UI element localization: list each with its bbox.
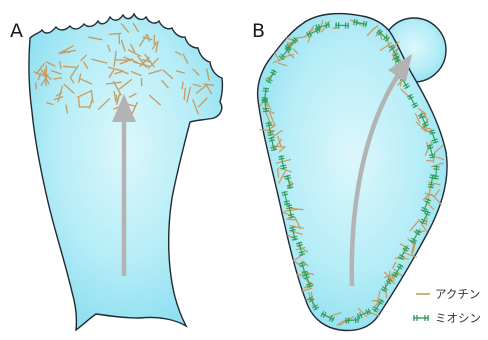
panel-a-cell [29, 14, 222, 330]
legend-myosin: ミオシン [412, 310, 481, 326]
legend-actin: アクチン [416, 286, 480, 302]
panel-label-b: B [252, 22, 265, 41]
actin-filament [36, 83, 37, 89]
actin-filament [372, 300, 378, 301]
actin-filament [119, 35, 120, 44]
myosin-swatch-icon [412, 314, 430, 322]
actin-filament [278, 169, 279, 178]
actin-swatch-icon [416, 291, 430, 297]
actin-filament [182, 82, 183, 89]
legend-actin-label: アクチン [435, 286, 480, 302]
legend-myosin-label: ミオシン [435, 310, 481, 326]
panel-b-cell [258, 14, 447, 331]
actin-filament [79, 98, 80, 106]
panel-label-a: A [10, 22, 23, 41]
